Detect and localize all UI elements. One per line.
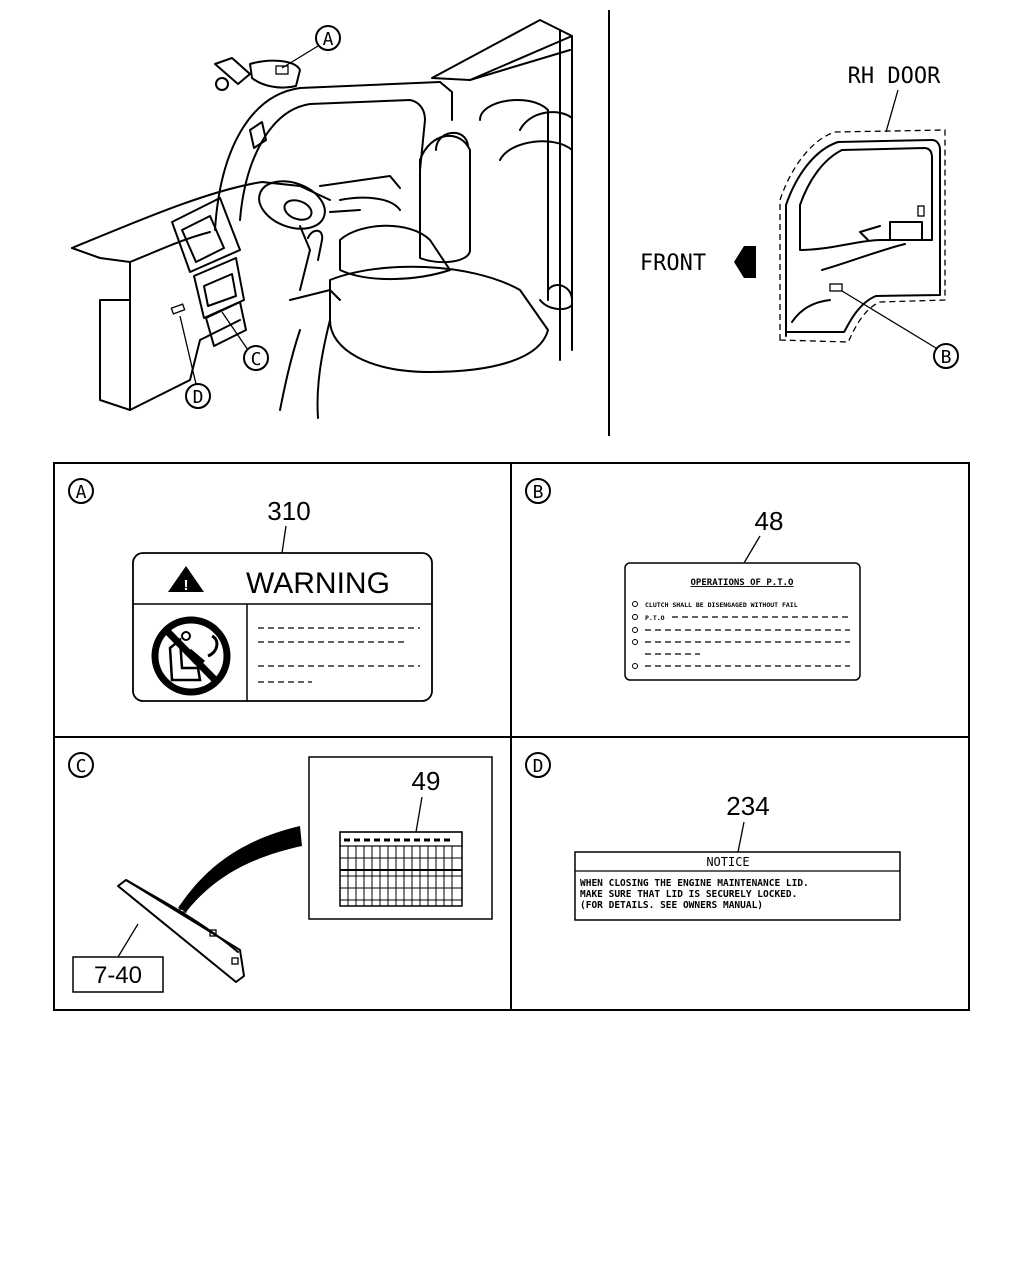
arrow-left-icon <box>734 246 756 278</box>
warning-label: ! WARNING <box>132 552 433 702</box>
pto-line-2: P.T.O <box>645 614 665 622</box>
front-label: FRONT <box>640 251 706 276</box>
panel-d: D 234 NOTICE WHEN CLOSING THE ENGINE MAI… <box>525 752 901 921</box>
callout-c-label: C <box>251 349 262 370</box>
callout-a-cab: A <box>315 25 341 51</box>
panel-b: B 48 OPERATIONS OF P.T.O CLUTCH SHALL BE… <box>525 478 861 681</box>
detail-arrow <box>178 826 302 912</box>
callout-a-label: A <box>323 29 334 50</box>
no-child-seat-airbag-icon <box>151 616 231 696</box>
warning-triangle-icon <box>168 566 204 592</box>
notice-label: NOTICE WHEN CLOSING THE ENGINE MAINTENAN… <box>574 851 901 921</box>
rh-door-illustration: RH DOOR <box>779 64 946 349</box>
callout-d-label: D <box>193 387 204 408</box>
notice-line-1: WHEN CLOSING THE ENGINE MAINTENANCE LID. <box>580 878 809 889</box>
part-number-234: 234 <box>726 791 769 821</box>
pto-line-1: CLUTCH SHALL BE DISENGAGED WITHOUT FAIL <box>645 601 798 609</box>
notice-heading: NOTICE <box>706 855 749 869</box>
fuse-chart-label <box>339 831 463 907</box>
warning-heading: WARNING <box>246 567 390 600</box>
reference-7-40: 7-40 <box>94 962 142 989</box>
notice-line-2: MAKE SURE THAT LID IS SECURELY LOCKED. <box>580 889 797 900</box>
detail-box <box>308 756 493 920</box>
notice-line-3: (FOR DETAILS. SEE OWNERS MANUAL) <box>580 900 763 911</box>
callout-b-label: B <box>941 347 952 368</box>
label-detail-grid <box>53 462 970 1011</box>
panel-a: A 310 ! WARNING <box>68 478 433 702</box>
front-arrow: FRONT <box>640 246 756 278</box>
part-number-310: 310 <box>267 496 310 526</box>
console-cover-illustration <box>117 879 245 983</box>
cab-interior-illustration <box>71 19 573 419</box>
panel-c: C 7-40 49 <box>68 752 493 993</box>
svg-text:!: ! <box>184 577 189 594</box>
panel-d-callout: D <box>533 756 544 777</box>
panel-c-callout: C <box>76 756 87 777</box>
part-number-48: 48 <box>755 506 784 536</box>
panel-b-callout: B <box>533 482 544 503</box>
callout-b-door: B <box>933 343 959 369</box>
pto-heading: OPERATIONS OF P.T.O <box>691 578 795 588</box>
rh-door-title: RH DOOR <box>848 64 941 89</box>
callout-c-cab: C <box>221 311 269 371</box>
part-number-49: 49 <box>412 766 441 796</box>
panel-a-callout: A <box>76 482 87 503</box>
callout-d-cab: D <box>179 315 211 409</box>
pto-label: OPERATIONS OF P.T.O CLUTCH SHALL BE DISE… <box>624 562 861 681</box>
